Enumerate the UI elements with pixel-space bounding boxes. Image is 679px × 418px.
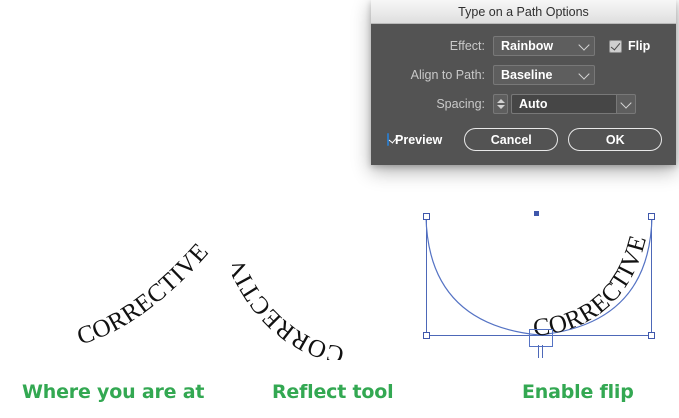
selection-handle-top-left[interactable] [423,213,430,220]
dialog-body: Effect: Rainbow Flip Align to Path: Base… [371,24,676,165]
flip-label: Flip [628,39,651,53]
caption-reflect-tool: Reflect tool [272,381,394,403]
dialog-title: Type on a Path Options [458,4,589,19]
effect-value: Rainbow [501,39,554,53]
effect-label: Effect: [449,39,485,53]
artwork-sample-reflected[interactable]: CORRECTIVE [222,219,362,368]
type-path-bracket-stem-2 [542,345,543,358]
row-align-to-path: Align to Path: Baseline [387,65,660,85]
flip-checkbox-group[interactable]: Flip [609,39,650,53]
spacing-value: Auto [519,97,548,111]
align-to-path-value: Baseline [501,68,553,82]
stepper-up-arrow-icon[interactable] [496,99,505,103]
type-path-bracket-stem [538,345,539,358]
curved-text-flipped-svg: CORRECTIVE [74,238,214,350]
check-icon[interactable] [387,133,389,146]
selection-box-right-edge [651,216,652,336]
spacing-dropdown-button[interactable] [616,94,636,114]
spacing-label: Spacing: [436,97,485,111]
curved-text-selected-svg: CORRECTIVE [532,232,653,342]
path-anchor-point[interactable] [534,211,539,216]
spacing-combo[interactable]: Auto [511,94,636,114]
type-path-start-bracket[interactable] [529,329,553,347]
spacing-input[interactable]: Auto [511,94,616,114]
stepper-updown-icon[interactable] [493,94,508,114]
artwork-sample-flipped[interactable]: CORRECTIVE [60,238,235,360]
curved-text-reflected-svg: CORRECTIVE [222,219,346,368]
caption-enable-flip: Enable flip [522,381,634,403]
row-effect: Effect: Rainbow Flip [387,36,660,56]
chevron-down-icon [620,97,632,109]
align-to-path-label: Align to Path: [410,68,485,82]
selection-handle-top-right[interactable] [648,213,655,220]
type-path-curve [425,215,653,336]
effect-select[interactable]: Rainbow [493,36,595,56]
align-to-path-select[interactable]: Baseline [493,65,595,85]
ok-button[interactable]: OK [568,128,663,151]
stepper-down-arrow-icon[interactable] [496,105,505,109]
selection-box-left-edge [426,216,427,336]
selection-handle-bottom-right[interactable] [648,332,655,339]
dialog-footer: Preview Cancel OK [387,128,663,151]
curved-text-label: CORRECTIVE [74,240,214,350]
artwork-sample-selected[interactable]: CORRECTIVE [423,211,655,358]
dialog-titlebar[interactable]: Type on a Path Options [371,0,676,24]
type-on-path-options-dialog: Type on a Path Options Effect: Rainbow F… [371,0,676,165]
row-spacing: Spacing: Auto [387,94,660,114]
preview-label: Preview [395,132,443,147]
curved-text-label: CORRECTIVE [232,240,346,360]
selection-handle-bottom-left[interactable] [423,332,430,339]
chevron-down-icon [578,68,590,80]
cancel-button[interactable]: Cancel [464,128,559,151]
chevron-down-icon [578,39,590,51]
curved-text-label: CORRECTIVE [532,232,653,342]
check-icon[interactable] [609,39,622,53]
caption-where-you-are-at: Where you are at [22,381,205,403]
